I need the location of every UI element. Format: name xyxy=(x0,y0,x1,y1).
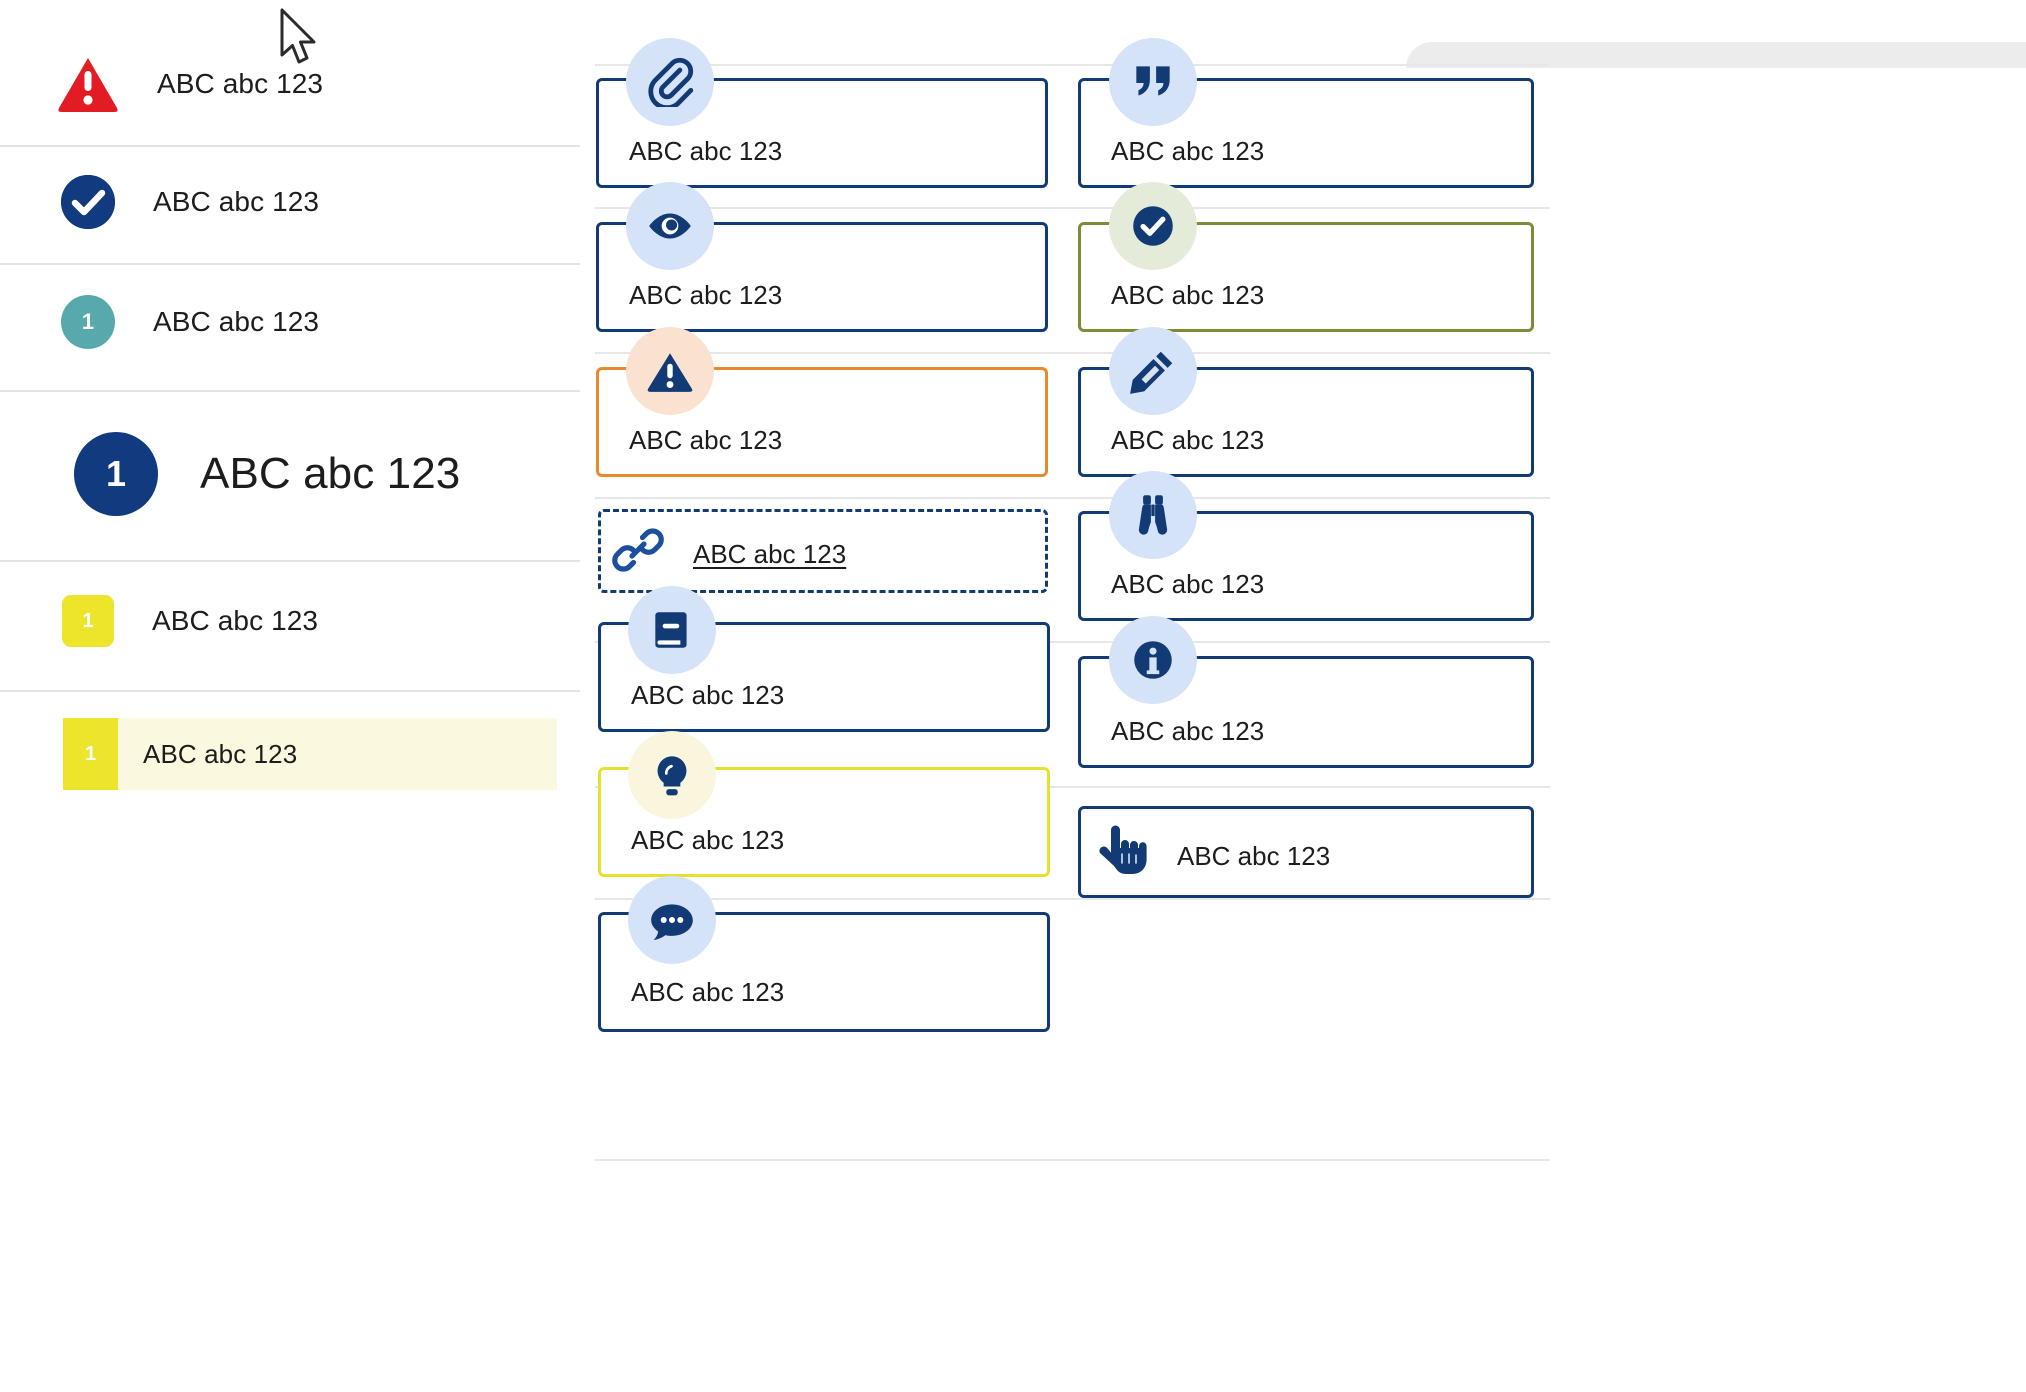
card-label: ABC abc 123 xyxy=(629,280,783,310)
sidebar-item-label: ABC abc 123 xyxy=(153,186,320,217)
grid-rule xyxy=(595,497,1550,499)
card-label: ABC abc 123 xyxy=(1177,841,1331,871)
number-bar-icon: 1 xyxy=(63,718,118,790)
mouse-cursor-icon xyxy=(280,8,316,64)
badge-number: 1 xyxy=(82,609,94,632)
sidebar-item-check[interactable]: ABC abc 123 xyxy=(0,175,580,229)
grid-rule xyxy=(595,786,1550,788)
card-label: ABC abc 123 xyxy=(1111,569,1265,599)
pencil-icon xyxy=(1109,327,1197,415)
grid-rule xyxy=(595,64,1550,66)
warning-alert-icon xyxy=(626,327,714,415)
sidebar-divider xyxy=(0,390,580,392)
badge-number: 1 xyxy=(105,453,127,494)
grid-rule xyxy=(595,641,1550,643)
sidebar-item-teal-number[interactable]: 1 ABC abc 123 xyxy=(0,295,580,349)
panel-edge-fade xyxy=(1406,42,2026,68)
link-icon xyxy=(612,524,664,576)
check-circle-icon xyxy=(61,175,115,229)
card-label: ABC abc 123 xyxy=(629,136,783,166)
sidebar-item-label: ABC abc 123 xyxy=(153,306,320,337)
info-circle-icon xyxy=(1109,616,1197,704)
sidebar-divider xyxy=(0,560,580,562)
card-label: ABC abc 123 xyxy=(1111,280,1265,310)
sidebar-divider xyxy=(0,145,580,147)
sidebar-divider xyxy=(0,263,580,265)
sidebar-item-label: ABC abc 123 xyxy=(200,449,461,498)
card-label: ABC abc 123 xyxy=(693,539,847,569)
sidebar-item-yellow-number[interactable]: 1 ABC abc 123 xyxy=(0,595,580,647)
card-label: ABC abc 123 xyxy=(1111,136,1265,166)
number-circle-icon: 1 xyxy=(61,295,115,349)
number-circle-icon: 1 xyxy=(74,432,158,516)
lightbulb-icon xyxy=(628,731,716,819)
sidebar-item-label: ABC abc 123 xyxy=(143,738,298,769)
grid-rule xyxy=(595,207,1550,209)
card-label: ABC abc 123 xyxy=(629,425,783,455)
warning-triangle-icon xyxy=(57,56,119,112)
sidebar-divider xyxy=(0,690,580,692)
number-square-icon: 1 xyxy=(62,595,114,647)
grid-rule xyxy=(595,352,1550,354)
chat-bubble-icon xyxy=(628,876,716,964)
sidebar-item-selected[interactable]: 1 ABC abc 123 xyxy=(63,718,557,790)
card-link[interactable]: ABC abc 123 xyxy=(598,509,1048,593)
badge-number: 1 xyxy=(84,742,97,765)
badge-number: 1 xyxy=(81,309,95,334)
grid-rule xyxy=(595,1159,1550,1161)
quote-icon xyxy=(1109,38,1197,126)
grid-rule xyxy=(595,898,1550,900)
card-label: ABC abc 123 xyxy=(1111,425,1265,455)
card-label: ABC abc 123 xyxy=(631,680,785,710)
sidebar: ABC abc 123 ABC abc 123 1 ABC abc 123 1 … xyxy=(0,0,580,1392)
check-circle-icon xyxy=(1109,182,1197,270)
sidebar-item-warning[interactable]: ABC abc 123 xyxy=(0,40,580,128)
paperclip-icon xyxy=(626,38,714,126)
card-label: ABC abc 123 xyxy=(1111,716,1265,746)
sidebar-item-label: ABC abc 123 xyxy=(152,605,319,636)
eye-icon xyxy=(626,182,714,270)
sidebar-item-label: ABC abc 123 xyxy=(157,68,324,99)
card-label: ABC abc 123 xyxy=(631,825,785,855)
hand-pointer-icon xyxy=(1096,820,1150,880)
sidebar-item-navy-number[interactable]: 1 ABC abc 123 xyxy=(0,432,580,516)
card-label: ABC abc 123 xyxy=(631,977,785,1007)
book-icon xyxy=(628,586,716,674)
card-action[interactable]: ABC abc 123 xyxy=(1078,806,1534,898)
binoculars-icon xyxy=(1109,471,1197,559)
